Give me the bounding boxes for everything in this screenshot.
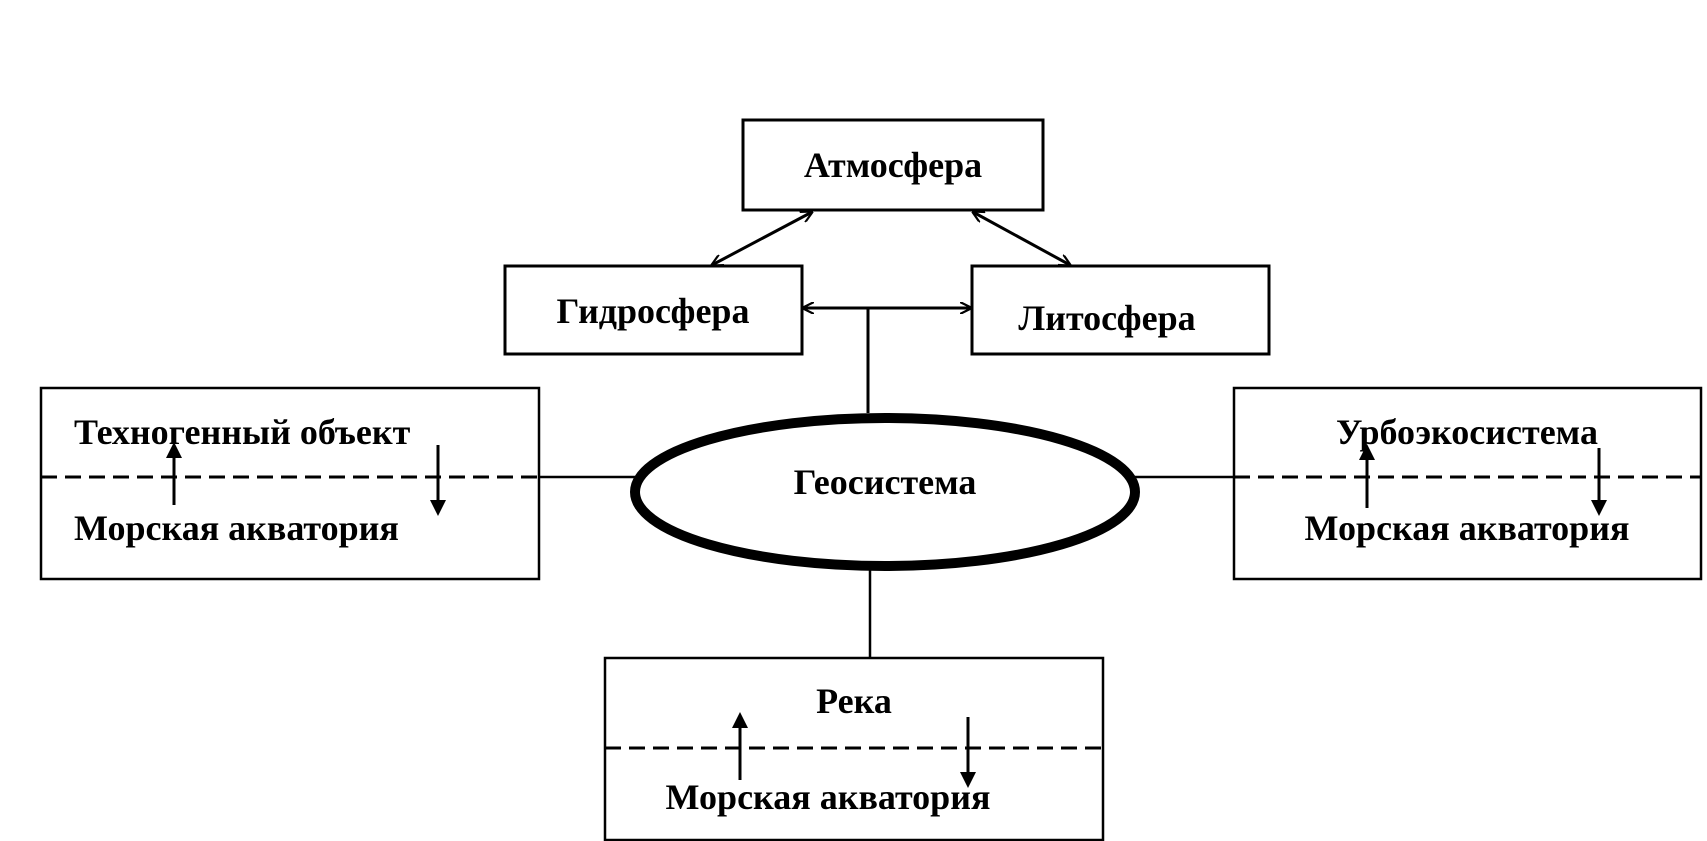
atmosphere-box xyxy=(741,118,1045,212)
lithosphere-label: Литосфера xyxy=(1018,298,1195,338)
bottom-panel-bottom-label: Морская акватория xyxy=(666,777,991,817)
left-panel-bottom-label: Морская акватория xyxy=(74,508,399,548)
right-panel xyxy=(1232,386,1703,581)
left-panel-top-label: Техногенный объект xyxy=(74,412,411,452)
atmosphere-label: Атмосфера xyxy=(804,145,982,185)
left-panel xyxy=(39,386,541,581)
hydrosphere-label: Гидросфера xyxy=(557,291,750,331)
hydrosphere-box xyxy=(503,264,804,356)
atmosphere-lithosphere-arrow xyxy=(973,212,1070,265)
right-panel-bottom-label: Морская акватория xyxy=(1305,508,1630,548)
lithosphere-box xyxy=(970,264,1271,356)
right-panel-top-label: Урбоэкосистема xyxy=(1336,412,1598,452)
bottom-panel-top-label: Река xyxy=(816,681,892,721)
geosystem-ellipse xyxy=(630,413,1140,571)
geosystem-label: Геосистема xyxy=(794,462,977,502)
atmosphere-hydrosphere-arrow xyxy=(712,212,812,265)
